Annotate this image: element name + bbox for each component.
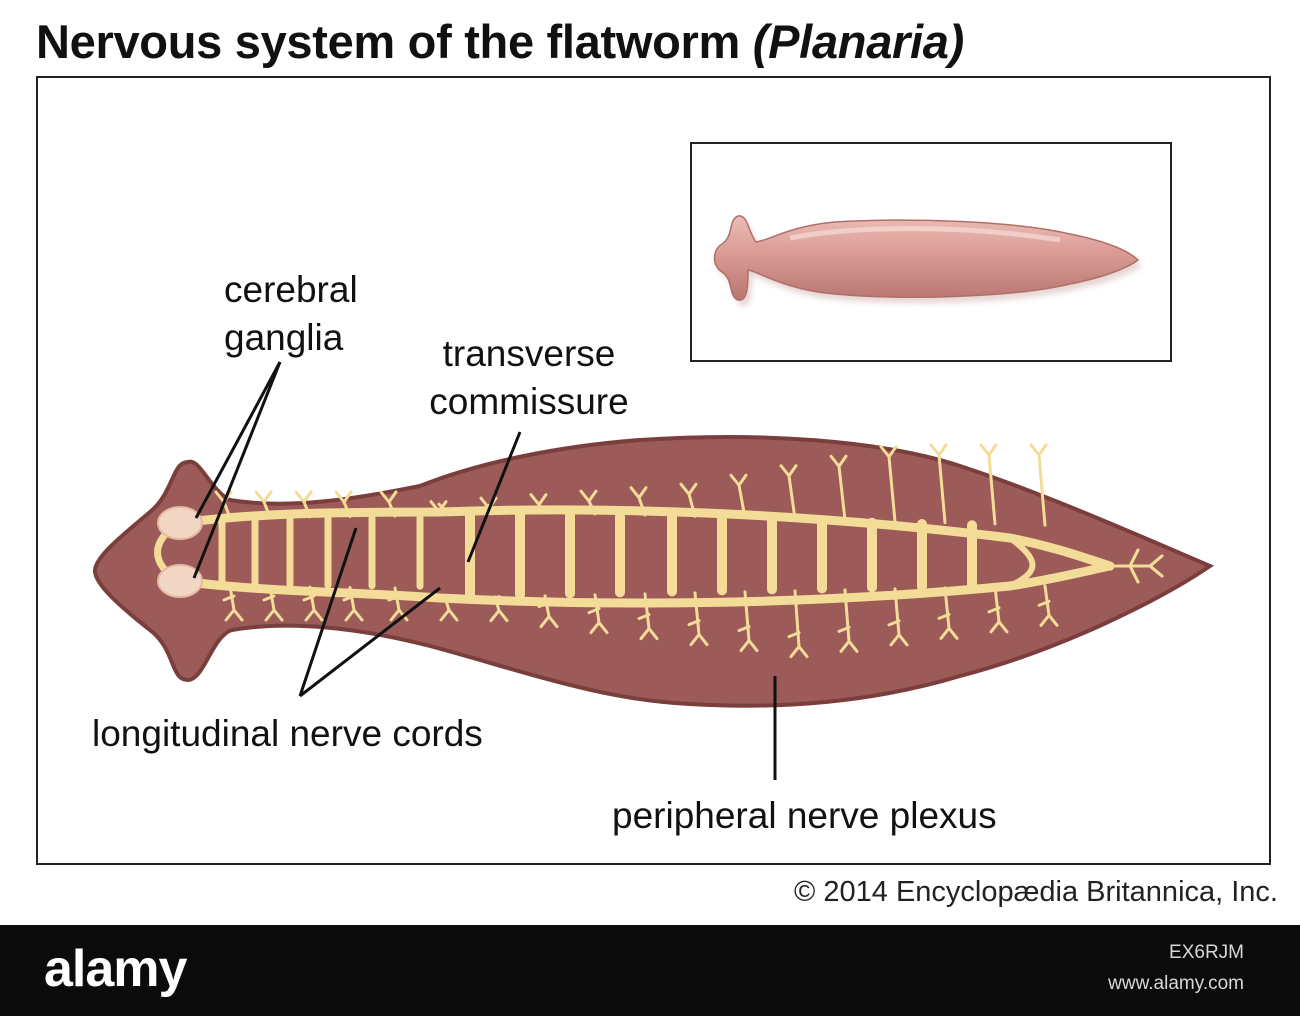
label-peripheral-nerve-plexus: peripheral nerve plexus — [612, 795, 997, 836]
label-transverse-commissure: transverse commissure — [409, 330, 649, 426]
label-transverse-commissure-line2: commissure — [429, 381, 629, 422]
peripheral-nerve-branch — [829, 454, 848, 522]
copyright-notice: © 2014 Encyclopædia Britannica, Inc. — [793, 876, 1278, 908]
peripheral-nerve-branch — [254, 490, 273, 519]
watermark-footer: alamy EX6RJM www.alamy.com — [0, 925, 1300, 1016]
longitudinal-nerve-cord-lower — [177, 561, 1115, 608]
peripheral-nerve-branch — [342, 586, 364, 622]
peripheral-nerve-branch — [529, 493, 548, 515]
peripheral-nerve-branch — [887, 587, 909, 647]
peripheral-nerve-branch — [679, 482, 698, 518]
leader-line-cord-upper — [298, 527, 358, 697]
peripheral-nerve-branch — [302, 585, 324, 622]
label-cerebral-ganglia-line1: cerebral — [224, 269, 358, 310]
flatworm-body — [93, 435, 1215, 708]
peripheral-nerve-branch — [1037, 584, 1059, 627]
peripheral-nerve-branch — [729, 473, 748, 520]
footer-image-id: EX6RJM — [1169, 942, 1244, 963]
peripheral-nerve-branch — [979, 443, 998, 526]
peripheral-nerve-branch — [579, 489, 598, 516]
label-cerebral-ganglia-line2: ganglia — [224, 317, 344, 358]
peripheral-nerve-branch — [262, 585, 284, 622]
peripheral-nerve-branch — [687, 591, 709, 647]
leader-line-cord-lower — [299, 586, 441, 698]
label-transverse-commissure-line1: transverse — [442, 333, 616, 374]
leader-line-ganglia-lower — [192, 361, 282, 579]
peripheral-nerve-branch — [1108, 548, 1164, 584]
title-scientific-name: (Planaria) — [752, 15, 964, 68]
peripheral-nerve-branch — [637, 592, 659, 641]
peripheral-nerve-branch — [929, 443, 948, 525]
peripheral-nerve-branch — [437, 594, 459, 622]
peripheral-nerve-branch — [379, 490, 398, 518]
footer-site: www.alamy.com — [1108, 973, 1244, 994]
peripheral-nerve-branch — [779, 464, 798, 521]
peripheral-nerve-branch — [937, 586, 959, 640]
diagram-title: Nervous system of the flatworm (Planaria… — [36, 14, 964, 69]
leader-lines — [192, 361, 777, 780]
inset-worm — [713, 215, 1142, 307]
peripheral-nerve-branch — [787, 589, 809, 659]
cerebral-ganglion-lower — [157, 564, 203, 598]
tail-nerve-loop — [1007, 535, 1036, 589]
peripheral-nerve-branch — [879, 445, 898, 523]
label-cerebral-ganglia: cerebral ganglia — [224, 266, 358, 362]
leader-line-commissure — [466, 431, 522, 563]
diagram-frame — [36, 76, 1271, 865]
cerebral-ganglia — [157, 506, 203, 598]
diagram-art — [93, 215, 1215, 780]
peripheral-nerve-branch — [537, 594, 559, 629]
cerebral-ganglion-upper — [157, 506, 203, 540]
title-main: Nervous system of the flatworm — [36, 15, 741, 68]
peripheral-nerve-branch — [987, 585, 1009, 634]
peripheral-nerve-branch — [334, 490, 353, 518]
peripheral-nerve-branch — [294, 490, 313, 519]
peripheral-nerve-branch — [429, 500, 448, 514]
peripheral-nerve-branch — [587, 593, 609, 635]
peripheral-nerve-branch — [1029, 443, 1048, 527]
footer-brand-logo: alamy — [44, 940, 187, 998]
peripheral-nerve-branch — [387, 586, 409, 622]
leader-line-ganglia-upper — [194, 361, 282, 519]
peripheral-nerve-branch — [629, 486, 648, 517]
longitudinal-nerve-cord-upper — [177, 505, 1115, 571]
peripheral-nerve-branch — [837, 588, 859, 653]
label-longitudinal-nerve-cords: longitudinal nerve cords — [92, 713, 483, 754]
peripheral-nerve-branch — [737, 590, 759, 653]
peripheral-nerve-branch — [487, 595, 509, 623]
peripheral-nerve-branch — [222, 584, 244, 622]
